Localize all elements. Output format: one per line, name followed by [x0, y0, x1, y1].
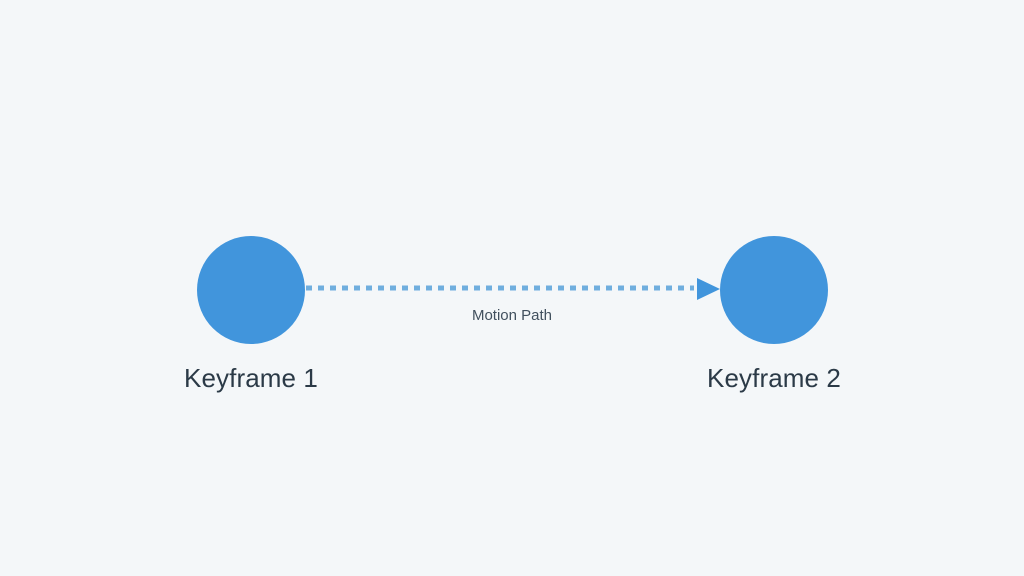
motion-path-label: Motion Path [471, 307, 553, 324]
keyframe-2-node[interactable] [720, 236, 828, 344]
motion-path-arrowhead-icon [697, 278, 720, 300]
keyframe-2-label: Keyframe 2 [707, 363, 841, 393]
keyframe-1-label: Keyframe 1 [184, 363, 318, 393]
keyframe-1-node[interactable] [197, 236, 305, 344]
